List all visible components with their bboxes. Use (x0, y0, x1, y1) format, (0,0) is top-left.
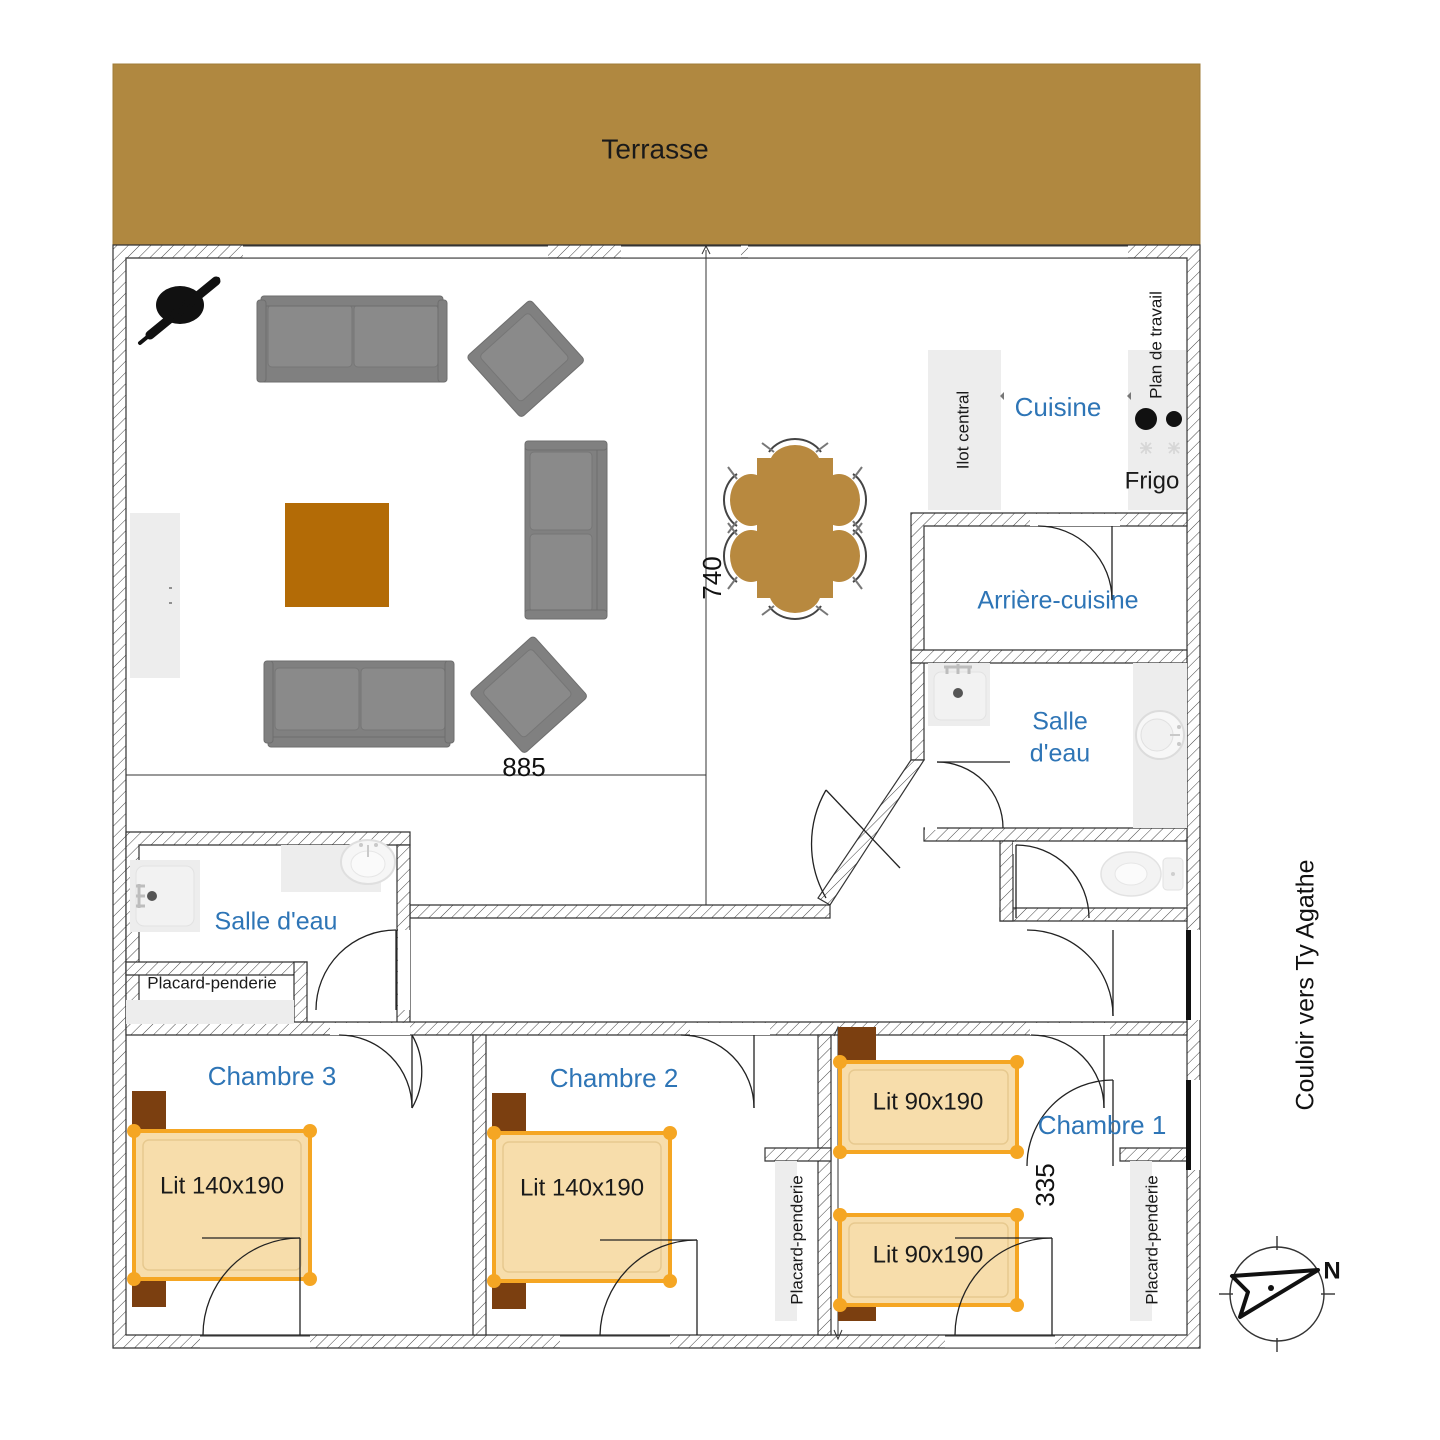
bathroom-right-label-1: Salle (1032, 708, 1088, 736)
wc-area (1015, 844, 1184, 919)
closet-area (126, 1000, 294, 1024)
wall-openings (200, 245, 1200, 1349)
bed-chambre-3-label: Lit 140x190 (160, 1172, 284, 1199)
bedroom-3: Chambre 3 Lit 140x190 (127, 1034, 423, 1336)
bed-chambre-2-label: Lit 140x190 (520, 1174, 644, 1201)
dimension-885: 885 (502, 752, 545, 782)
burner-icon (1166, 411, 1182, 427)
worktop-label: Plan de travail (1146, 291, 1165, 399)
sofa-bottom (263, 660, 455, 748)
back-kitchen-area: Arrière-cuisine (977, 525, 1139, 615)
bed-chambre-1-top-label: Lit 90x190 (873, 1088, 984, 1115)
kitchen-island (928, 350, 1001, 510)
compass-north-label: N (1323, 1257, 1340, 1284)
kitchen-island-label: Ilot central (953, 391, 972, 469)
sofa-right (524, 440, 608, 620)
drain-icon (953, 688, 963, 698)
bed-chambre-3: Lit 140x190 (127, 1124, 317, 1286)
dimension-740: 740 (697, 556, 727, 599)
bedroom-2: Chambre 2 Lit 140x190 Placard-penderie (487, 1034, 806, 1336)
bed-chambre-1-bottom-label: Lit 90x190 (873, 1241, 984, 1268)
closet-right-label: Placard-penderie (1142, 1175, 1161, 1304)
closet-area (775, 1161, 797, 1321)
kitchen-label: Cuisine (1015, 392, 1102, 422)
back-kitchen-label: Arrière-cuisine (977, 587, 1138, 615)
bed-chambre-1-top: Lit 90x190 (833, 1055, 1024, 1159)
bathroom-left: Salle d'eau Placard-penderie (126, 839, 398, 1024)
corridor-label: Couloir vers Ty Agathe (1292, 859, 1320, 1110)
rug (285, 503, 389, 607)
dimension-335: 335 (1030, 1163, 1060, 1206)
compass-rose: N (1219, 1236, 1341, 1352)
closet-mid-label: Placard-penderie (787, 1175, 806, 1304)
bathroom-right: Salle d'eau (928, 663, 1187, 829)
interior-walls (125, 512, 1188, 1336)
bed-chambre-1-bottom: Lit 90x190 (833, 1208, 1024, 1312)
bedroom-3-label: Chambre 3 (208, 1061, 337, 1091)
armchair-top (467, 300, 584, 417)
burner-icon (1140, 442, 1152, 454)
terrace-area: Terrasse (112, 63, 1201, 246)
living-room (130, 276, 868, 753)
faucet-icon (136, 884, 145, 908)
fridge-label: Frigo (1125, 467, 1180, 494)
bathroom-right-label-2: d'eau (1030, 740, 1090, 768)
bed-chambre-2: Lit 140x190 (487, 1126, 677, 1288)
burner-icon (1168, 442, 1180, 454)
hall-doors (810, 789, 901, 899)
armchair-bottom (470, 636, 587, 753)
faucet-icon (944, 664, 972, 674)
bedroom-2-label: Chambre 2 (550, 1063, 679, 1093)
bedroom-1-label: Chambre 1 (1038, 1110, 1167, 1140)
wall-cabinet (130, 513, 180, 678)
worktop (1128, 350, 1186, 510)
drain-icon (147, 891, 157, 901)
terrace-label: Terrasse (601, 133, 708, 164)
closet-left-label: Placard-penderie (147, 973, 276, 992)
entry-doors (1026, 929, 1191, 1170)
dining-table (722, 437, 868, 621)
bedroom-1: Chambre 1 Lit 90x190 Lit 90x190 (833, 1027, 1167, 1336)
kitchen-area: Ilot central Plan de travail Frigo Cuisi… (928, 291, 1186, 510)
bathroom-left-label: Salle d'eau (215, 908, 338, 936)
plant-icon (138, 276, 221, 345)
sofa-top (256, 295, 448, 383)
burner-icon (1135, 408, 1157, 430)
closet-area (1130, 1161, 1152, 1321)
